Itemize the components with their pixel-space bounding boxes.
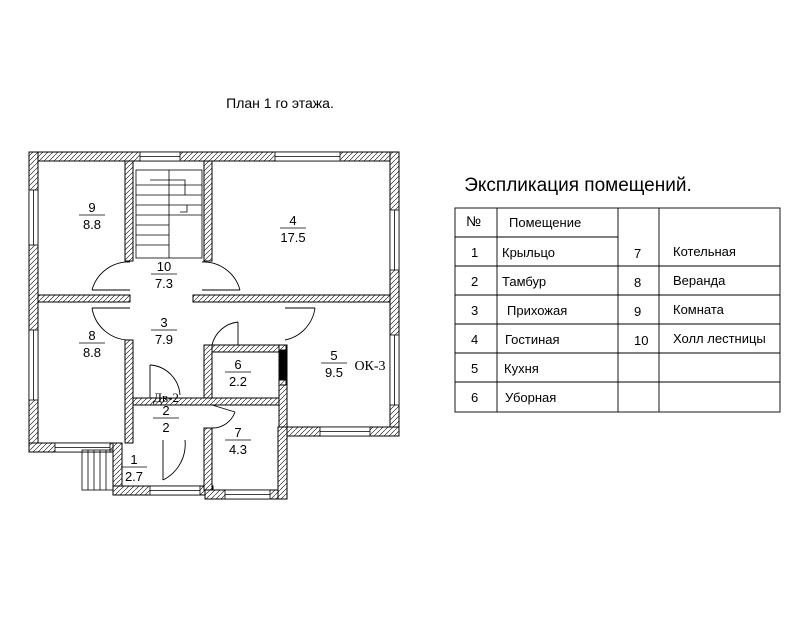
row-room-name: Крыльцо xyxy=(502,245,556,260)
room-number: 2 xyxy=(162,403,169,418)
room-area: 2.7 xyxy=(125,469,143,484)
room-number: 5 xyxy=(330,348,337,363)
row-number: 8 xyxy=(634,275,642,290)
room-number: 6 xyxy=(234,357,241,372)
row-room-name: Холл лестницы xyxy=(673,331,766,346)
staircase xyxy=(135,169,203,259)
room-number: 10 xyxy=(157,259,171,274)
room-label-2: 22 xyxy=(153,403,179,435)
row-room-name: Уборная xyxy=(505,390,557,405)
room-label-1: 12.7 xyxy=(121,452,147,484)
row-number: 4 xyxy=(471,332,479,347)
room-label-3: 37.9 xyxy=(151,315,177,347)
row-room-name: Прихожая xyxy=(507,303,568,318)
explication-table-grid xyxy=(454,207,781,413)
room-number: 8 xyxy=(88,328,95,343)
row-room-name: Тамбур xyxy=(502,274,547,289)
row-number: 5 xyxy=(471,361,479,376)
room-area: 8.8 xyxy=(83,217,101,232)
room-number: 3 xyxy=(160,315,167,330)
room-area: 2.2 xyxy=(229,374,247,389)
room-number: 1 xyxy=(130,452,137,467)
room-number: 4 xyxy=(289,213,296,228)
room-label-9: 98.8 xyxy=(79,200,105,232)
porch-steps xyxy=(81,449,114,491)
room-area: 9.5 xyxy=(325,365,343,380)
plan-title: План 1 го этажа. xyxy=(226,95,334,111)
row-number: 1 xyxy=(471,245,479,260)
room-area: 7.3 xyxy=(155,276,173,291)
room-area: 4.3 xyxy=(229,442,247,457)
row-room-name: Веранда xyxy=(673,273,726,288)
room-label-5: 59.5 xyxy=(321,348,347,380)
row-number: 2 xyxy=(471,274,479,289)
room-area: 7.9 xyxy=(155,332,173,347)
room-label-8: 88.8 xyxy=(79,328,105,360)
window-mark: ОК-3 xyxy=(354,359,385,374)
room-label-7: 74.3 xyxy=(225,425,251,457)
room-area: 8.8 xyxy=(83,345,101,360)
row-room-name: Комната xyxy=(673,302,724,317)
table-header-number: № xyxy=(466,213,482,229)
room-number: 9 xyxy=(88,200,95,215)
door-mark: Дв-2 xyxy=(153,390,179,405)
door-swings xyxy=(91,261,316,481)
row-room-name: Кухня xyxy=(504,361,539,376)
row-number: 10 xyxy=(634,333,649,348)
row-number: 6 xyxy=(471,390,479,405)
windows xyxy=(28,151,400,500)
room-number: 7 xyxy=(234,425,241,440)
row-number: 3 xyxy=(471,303,479,318)
table-header-room: Помещение xyxy=(509,215,582,230)
row-number: 7 xyxy=(634,246,642,261)
room-label-10: 107.3 xyxy=(151,259,177,291)
room-area: 17.5 xyxy=(280,230,305,245)
row-room-name: Котельная xyxy=(673,244,736,259)
room-label-4: 417.5 xyxy=(280,213,306,245)
row-room-name: Гостиная xyxy=(505,332,560,347)
explication-title: Экспликация помещений. xyxy=(464,175,692,196)
room-label-6: 62.2 xyxy=(225,357,251,389)
room-area: 2 xyxy=(162,420,169,435)
row-number: 9 xyxy=(634,304,642,319)
